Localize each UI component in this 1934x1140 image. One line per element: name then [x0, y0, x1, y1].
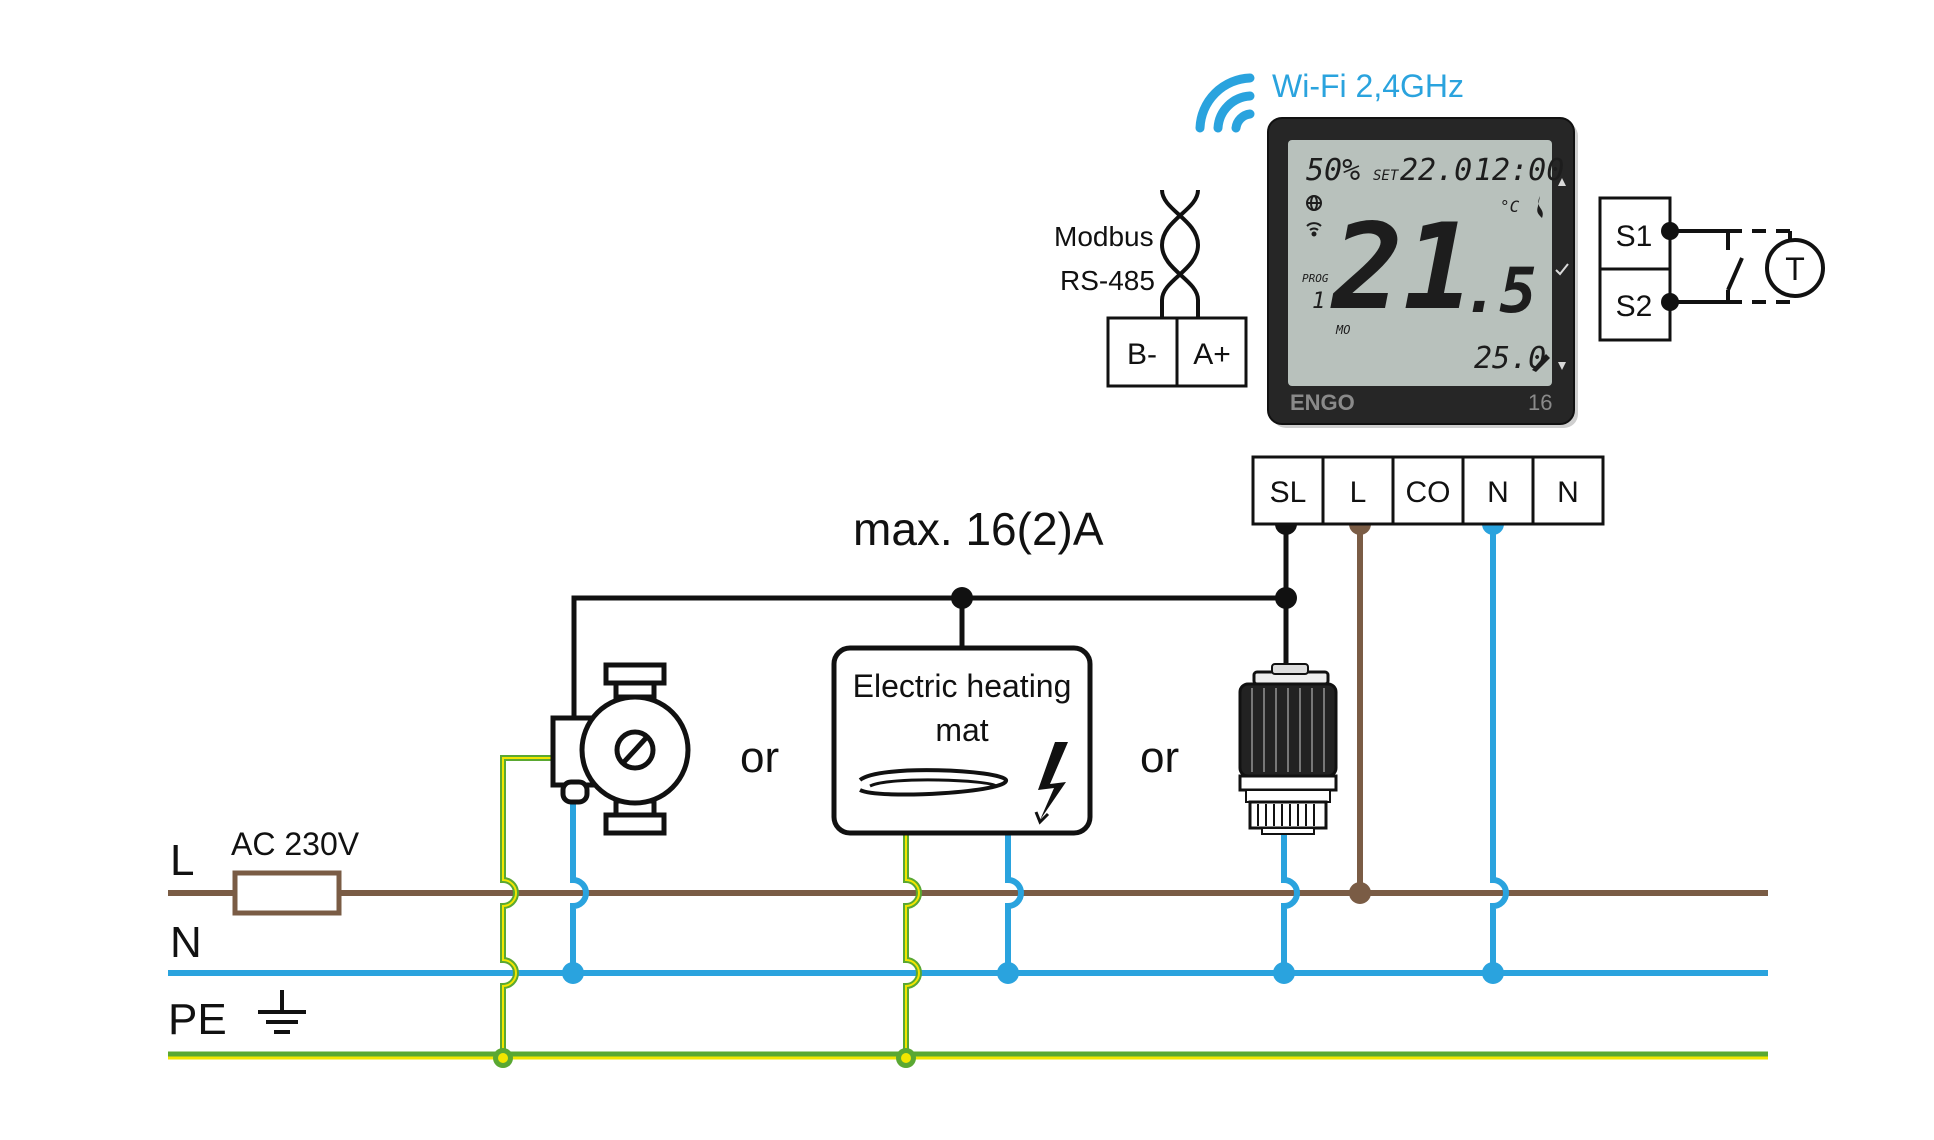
fuse-label: AC 230V — [231, 826, 360, 862]
heating-coil-icon — [858, 768, 1009, 797]
label-pe: PE — [168, 995, 227, 1044]
label-n: N — [170, 918, 202, 967]
down-arrow-icon — [1558, 362, 1566, 370]
lightning-icon — [1038, 742, 1068, 820]
twisted-pair-icon — [1159, 189, 1201, 318]
sensor-junction-s2 — [1661, 293, 1679, 311]
heating-mat: Electric heating mat — [831, 645, 1093, 836]
label-l: L — [170, 836, 194, 885]
terminal-a-plus: A+ — [1193, 338, 1231, 371]
temperature-sensor-label: T — [1785, 251, 1805, 287]
thermostat: 50% SET 22.0 12:00 °C 21 .5 PROG 1 MO 25… — [1267, 117, 1578, 428]
thermostat-model: 16 — [1528, 390, 1552, 415]
supply-lines: L N PE AC 230V — [168, 826, 1768, 1060]
lcd-unit: °C — [1500, 197, 1520, 216]
max-current-label: max. 16(2)A — [853, 503, 1104, 555]
main-terminal-block: SL L CO N N — [1251, 455, 1605, 526]
terminal-l: L — [1350, 476, 1367, 509]
lcd-set-temp: 22.0 — [1400, 153, 1472, 188]
globe-icon — [1306, 195, 1322, 211]
terminal-s2: S2 — [1616, 290, 1653, 323]
pe-wires — [493, 755, 922, 1068]
ground-icon — [258, 990, 306, 1034]
terminal-b-minus: B- — [1127, 338, 1157, 371]
terminal-co: CO — [1406, 476, 1451, 509]
lcd-wifi-icon — [1306, 222, 1322, 237]
lcd-set-label: SET — [1373, 168, 1400, 184]
thermostat-brand: ENGO — [1290, 390, 1355, 415]
terminal-sl: SL — [1270, 476, 1307, 509]
lcd-screen — [1288, 140, 1552, 386]
thermal-actuator — [1238, 663, 1338, 835]
modbus-label-2: RS-485 — [1060, 265, 1155, 296]
pencil-icon — [1532, 354, 1550, 372]
lcd-main-temp-decimal: .5 — [1462, 254, 1537, 327]
lcd-prog-label: PROG — [1302, 272, 1329, 285]
flame-icon — [1537, 196, 1543, 218]
or-label-2: or — [1140, 733, 1179, 782]
temperature-sensor-icon — [1765, 238, 1825, 298]
fuse — [232, 870, 342, 916]
sensor-terminal-block: S1 S2 — [1598, 196, 1672, 342]
up-arrow-icon — [1558, 178, 1566, 186]
terminal-s1: S1 — [1616, 220, 1653, 253]
live-wire — [1349, 513, 1371, 904]
lcd-day: MO — [1335, 323, 1350, 337]
check-icon — [1555, 263, 1569, 276]
heating-mat-label-2: mat — [935, 712, 988, 748]
wifi-label: Wi-Fi 2,4GHz — [1272, 68, 1464, 104]
modbus-label-1: Modbus — [1054, 221, 1154, 252]
sensor-junction-s1 — [1661, 222, 1679, 240]
lcd-humidity: 50% — [1306, 153, 1360, 188]
or-label-1: or — [740, 733, 779, 782]
circulation-pump — [550, 662, 691, 836]
modbus-terminal-block: B- A+ — [1106, 316, 1248, 388]
wifi-icon — [1195, 73, 1255, 133]
terminal-n1: N — [1487, 476, 1509, 509]
lcd-time: 12:00 — [1474, 153, 1564, 188]
terminal-n2: N — [1557, 476, 1579, 509]
heating-mat-label-1: Electric heating — [853, 668, 1072, 704]
lcd-prog-num: 1 — [1312, 289, 1325, 314]
neutral-wires — [570, 524, 1509, 973]
lcd-main-temp: 21 — [1330, 198, 1474, 336]
